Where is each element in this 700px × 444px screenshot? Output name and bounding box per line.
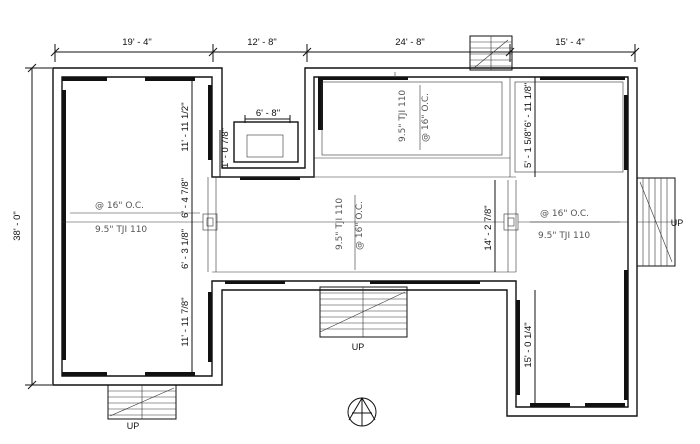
north-arrow-icon <box>347 397 377 427</box>
stair-right: UP <box>636 177 684 267</box>
wall-segment <box>62 372 107 376</box>
dim-small-vertical: 1' - 0 7/8" <box>220 128 231 168</box>
dim-left-wing-upper: 11' - 11 1/2" <box>180 102 191 151</box>
dim-top-3: 24' - 8" <box>395 37 424 48</box>
wall-segment <box>585 403 625 407</box>
wall-segment <box>208 292 212 362</box>
dim-top-2: 12' - 8" <box>247 37 276 48</box>
stair-up-label-center: UP <box>352 342 365 352</box>
interior-dimensions: 11' - 11 1/2" 1' - 0 7/8" 6' - 4 7/8" 6'… <box>180 77 536 407</box>
stair-top-right <box>469 35 513 71</box>
spacing-note-center: @ 16" O.C. <box>355 201 365 250</box>
wall-segment <box>240 177 300 180</box>
wall-segment <box>145 77 195 81</box>
wall-segment <box>624 270 628 400</box>
joist-note-center: 9.5" TJI 110 <box>335 198 345 250</box>
wall-segment <box>318 77 408 80</box>
wall-segment <box>318 80 323 130</box>
column-post <box>507 217 515 227</box>
wall-segment <box>516 300 520 395</box>
wall-segment <box>225 281 285 284</box>
exterior-walls <box>52 67 638 417</box>
wall-segment <box>530 403 570 407</box>
spacing-note-left: @ 16" O.C. <box>95 201 144 211</box>
joist-annotations: @ 16" O.C. 9.5" TJI 110 9.5" TJI 110 @ 1… <box>70 85 620 270</box>
top-dimension-string: 19' - 4" 12' - 8" 24' - 8" 15' - 4" <box>50 37 640 62</box>
dim-left-wing-lower: 11' - 11 7/8" <box>180 297 191 346</box>
joist-note-right: 9.5" TJI 110 <box>538 231 590 241</box>
wall-segment <box>62 90 66 360</box>
spacing-note-right: @ 16" O.C. <box>540 209 589 219</box>
wall-segment <box>624 95 628 170</box>
wall-segment <box>370 281 480 284</box>
stair-center: UP <box>319 286 408 352</box>
joist-note-left: 9.5" TJI 110 <box>95 225 147 235</box>
dim-top-1: 19' - 4" <box>122 37 151 48</box>
left-dimension: 38' - 0" <box>12 63 52 390</box>
dim-corridor-lower: 6' - 3 1/8" <box>180 229 191 269</box>
stair-bottom-left: UP <box>107 384 177 431</box>
wall-segment <box>540 77 625 80</box>
joist-note-upper: 9.5" TJI 110 <box>398 90 408 142</box>
dim-right-middle: 14' - 2 7/8" <box>483 205 494 250</box>
dim-corridor-upper: 6' - 4 7/8" <box>180 178 191 218</box>
column-post <box>202 213 218 231</box>
spacing-note-upper: @ 16" O.C. <box>421 93 431 142</box>
column-post <box>206 217 214 227</box>
dim-right-lower: 15' - 0 1/4" <box>523 322 534 367</box>
stair-up-label-right: UP <box>671 218 684 228</box>
closet <box>233 121 299 163</box>
wall-segment <box>62 77 107 81</box>
wall-segment <box>145 372 195 376</box>
dim-closet-width: 6' - 8" <box>256 108 280 119</box>
dim-left-overall: 38' - 0" <box>12 211 23 240</box>
dim-top-4: 15' - 4" <box>555 37 584 48</box>
dim-right-upper-2: 5' - 1 5/8" <box>523 128 534 168</box>
dim-right-upper: 6' - 11 1/8" <box>523 83 534 128</box>
interior-partitions: 6' - 8" <box>62 72 628 273</box>
stair-up-label-left: UP <box>127 421 140 431</box>
wall-segment <box>208 85 212 160</box>
